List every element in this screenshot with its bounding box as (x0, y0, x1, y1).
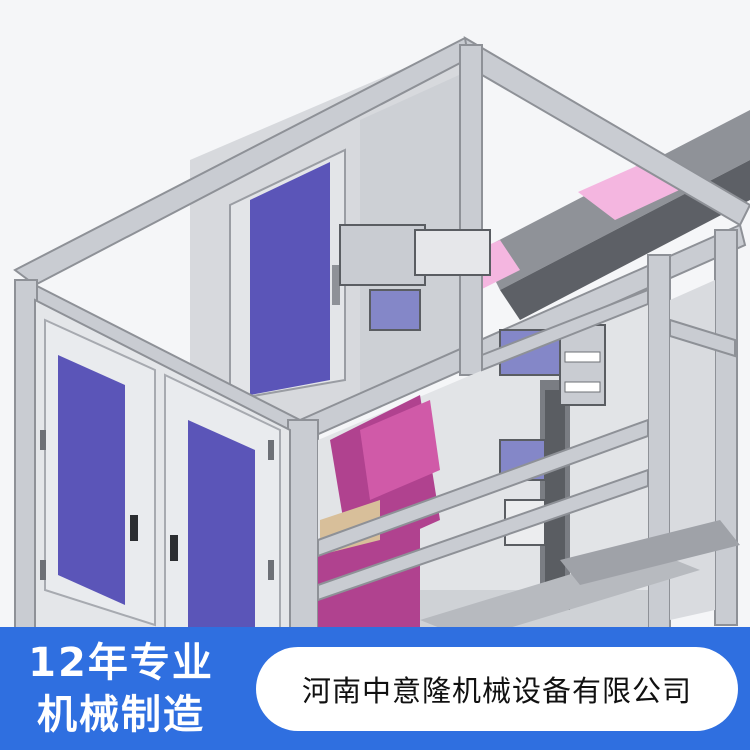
experience-badge: 12年专业 机械制造 (0, 627, 242, 750)
experience-line-1: 12年专业 (28, 639, 214, 686)
cross-rails (317, 288, 736, 602)
company-name-pill: 河南中意隆机械设备有限公司 (256, 647, 738, 731)
frame-posts (14, 44, 738, 641)
back-door (229, 148, 346, 402)
company-banner: 河南中意隆机械设备有限公司 (242, 627, 750, 750)
experience-line-2: 机械制造 (37, 691, 205, 738)
front-cabinet (34, 298, 291, 642)
company-name: 河南中意隆机械设备有限公司 (301, 674, 692, 708)
